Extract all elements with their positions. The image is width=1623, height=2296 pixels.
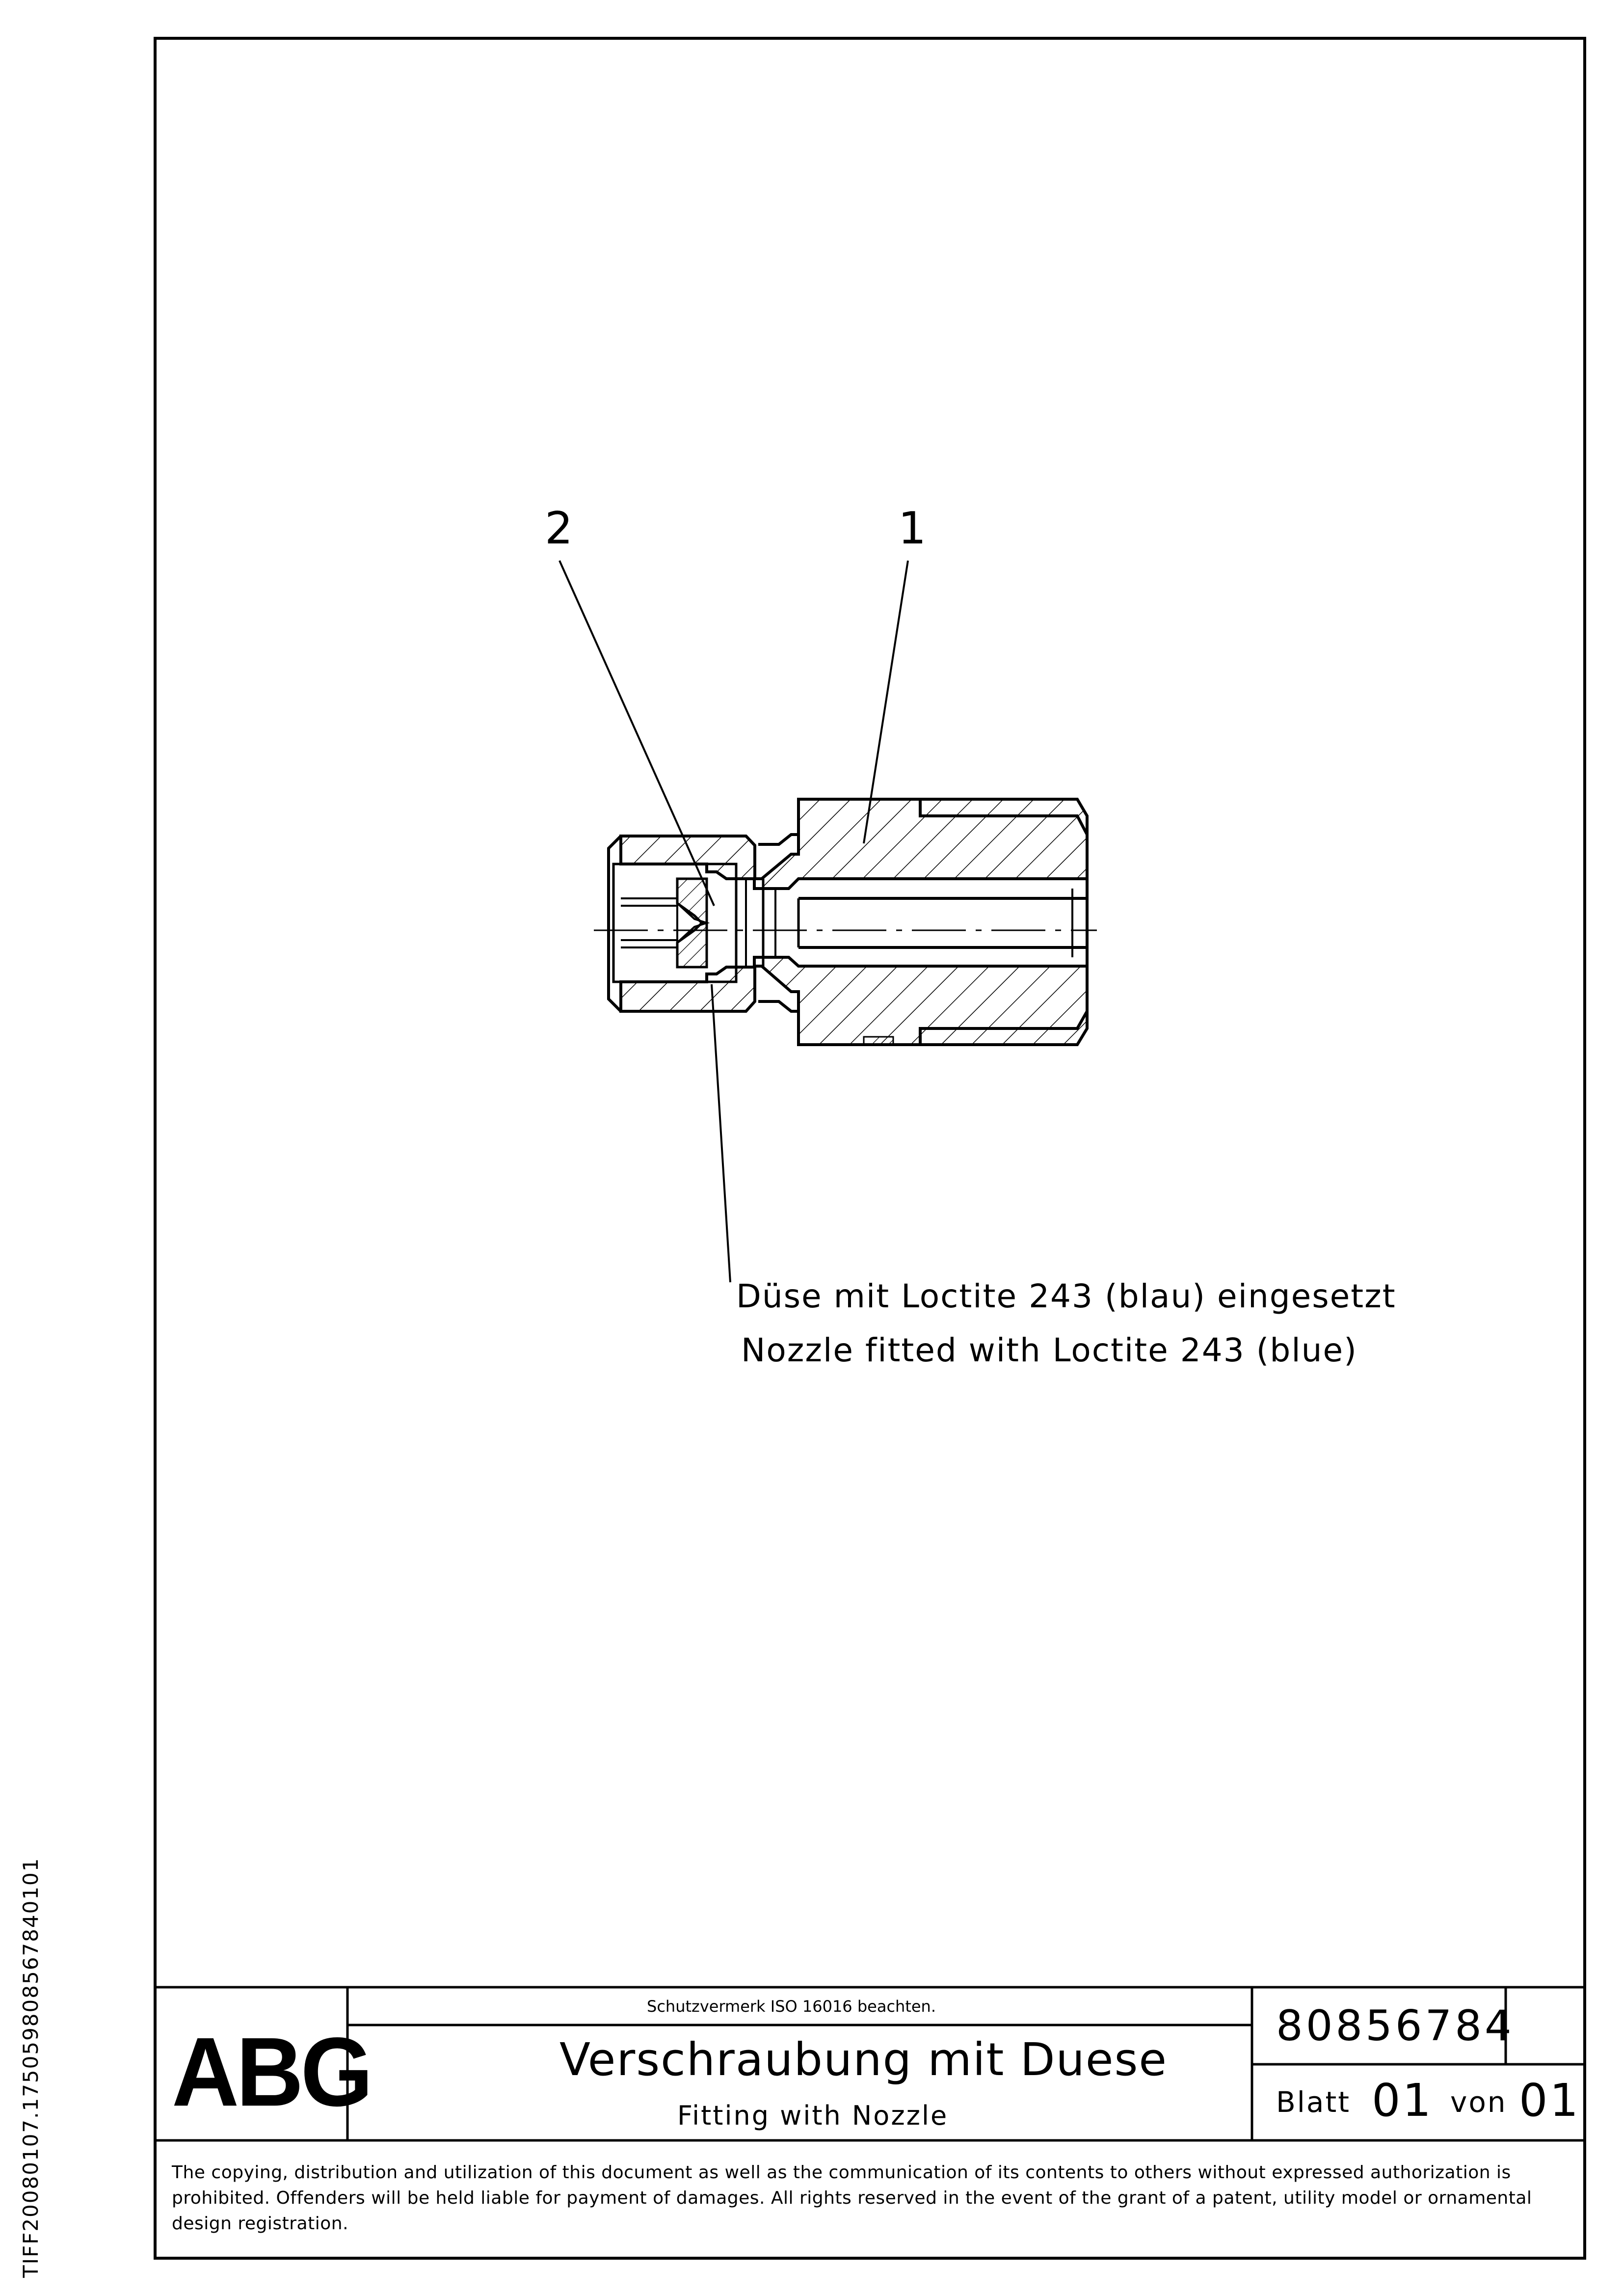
body-upper-section [753, 798, 1089, 890]
body-outline [758, 798, 1089, 1046]
fitting-drawing [559, 560, 1097, 1283]
side-document-id: TIFF20080107.175059808567840101 [19, 1857, 43, 2278]
leader-item-1 [863, 560, 909, 844]
abg-logo: ABG [172, 2017, 373, 2127]
nut-upper-section [619, 835, 756, 880]
nut-outline [607, 835, 622, 1013]
of-label: von [1450, 2085, 1507, 2119]
note-german: Düse mit Loctite 243 (blau) eingesetzt [736, 1277, 1396, 1315]
body-lower-section [753, 956, 1089, 1046]
copyright-notice: The copying, distribution and utilizatio… [172, 2162, 1532, 2234]
sheet-number: 01 [1372, 2074, 1434, 2127]
sheet-label: Blatt [1276, 2085, 1351, 2119]
protection-notice: Schutzvermerk ISO 16016 beachten. [647, 1997, 936, 2016]
callout-item-1: 1 [898, 503, 927, 554]
document-number: 80856784 [1276, 2001, 1515, 2051]
leader-note [711, 984, 731, 1283]
nut-lower-section [619, 966, 756, 1013]
drawing-frame [154, 37, 1586, 2260]
drawing-title-en: Fitting with Nozzle [677, 2100, 949, 2131]
leader-item-2 [559, 560, 715, 906]
callout-item-2: 2 [545, 503, 573, 554]
nozzle-section [676, 877, 708, 969]
drawing-title-de: Verschraubung mit Duese [559, 2033, 1168, 2086]
title-block-grid [155, 1986, 1585, 2142]
sheet-total: 01 [1519, 2074, 1581, 2127]
note-english: Nozzle fitted with Loctite 243 (blue) [741, 1331, 1357, 1369]
